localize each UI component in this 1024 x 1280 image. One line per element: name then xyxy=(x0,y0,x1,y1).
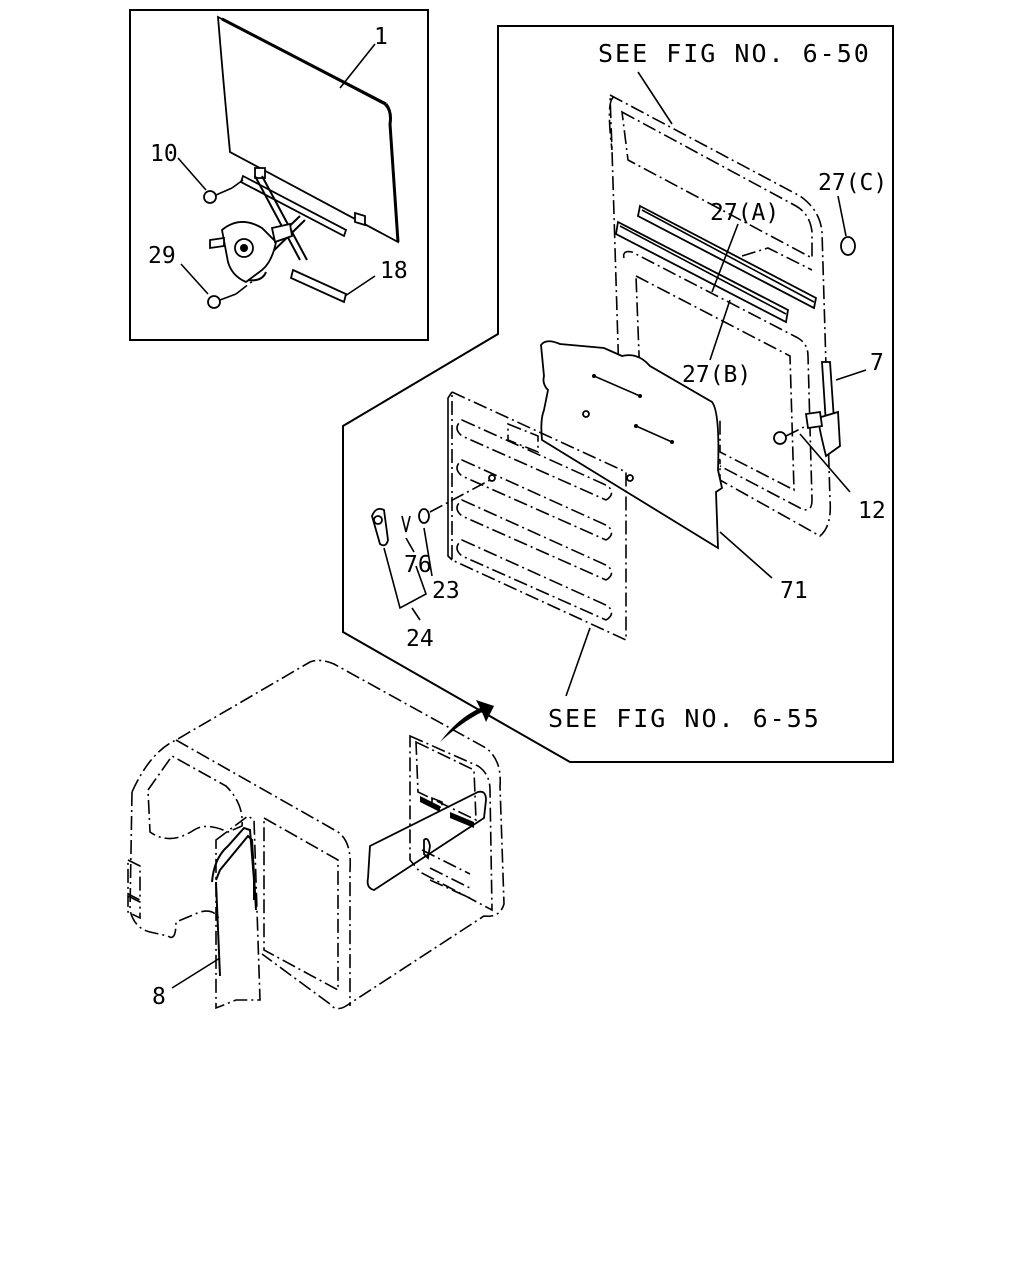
right-door-small xyxy=(366,734,493,912)
callout-27a: 27(A) xyxy=(710,200,779,226)
reference-lower: SEE FIG NO. 6-55 xyxy=(548,704,821,733)
callout-27c: 27(C) xyxy=(818,170,887,196)
door-handle xyxy=(773,361,841,458)
bolt-10 xyxy=(203,179,244,204)
callout-24: 24 xyxy=(406,626,434,652)
callout-29: 29 xyxy=(148,243,176,269)
weatherstrip xyxy=(615,204,818,324)
callout-12: 12 xyxy=(858,498,886,524)
callout-76: 76 xyxy=(404,552,432,578)
clip-27c xyxy=(837,195,856,256)
callout-18: 18 xyxy=(380,258,408,284)
door-glass xyxy=(216,15,400,244)
callout-8: 8 xyxy=(152,984,166,1010)
callout-27b: 27(B) xyxy=(682,362,751,388)
sealing-sheet xyxy=(540,340,724,550)
callout-10: 10 xyxy=(150,141,178,167)
callout-1: 1 xyxy=(374,24,388,50)
callout-23: 23 xyxy=(432,578,460,604)
inner-handle-parts xyxy=(371,479,491,547)
door-panel-exploded-view: SEE FIG NO. 6-50 SEE FIG NO. 6-55 xyxy=(342,25,894,763)
callout-7: 7 xyxy=(870,350,884,376)
window-regulator-inset: 1 10 29 18 xyxy=(129,9,429,341)
reference-upper: SEE FIG NO. 6-50 xyxy=(598,39,871,68)
window-regulator xyxy=(209,167,366,304)
bolt-29 xyxy=(207,279,255,309)
left-door xyxy=(211,815,261,1010)
door-trim-panel xyxy=(447,390,627,642)
callout-71: 71 xyxy=(780,578,808,604)
cab-overview: 8 xyxy=(127,659,505,1010)
